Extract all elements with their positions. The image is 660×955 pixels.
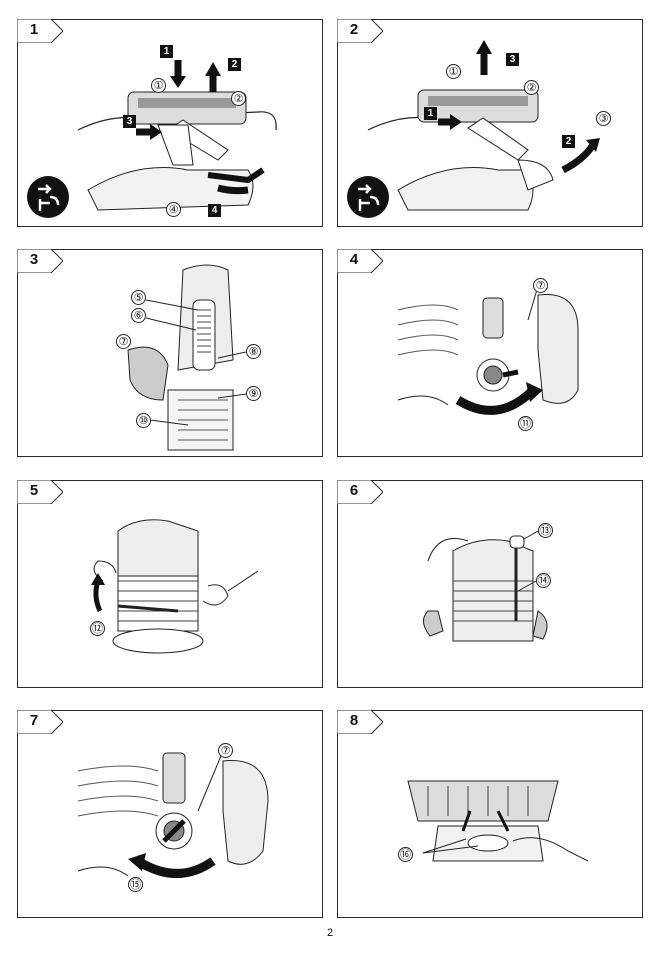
panel-number-tab: 7 [17, 710, 63, 734]
panel-number: 7 [29, 712, 39, 729]
depth-release-illustration [77, 750, 269, 878]
step-label-2: 2 [562, 135, 575, 148]
callout-12: ⑫ [90, 621, 105, 636]
router-side-illustration [423, 530, 548, 642]
panel-number: 1 [29, 21, 39, 38]
callout-2: ② [524, 80, 539, 95]
step-label-2: 2 [228, 58, 241, 71]
figure-panel-7: 7 ⑦ ⑮ [17, 710, 323, 918]
callout-10: ⑩ [136, 413, 151, 428]
callout-11: ⑪ [518, 416, 533, 431]
panel-number-tab: 3 [17, 249, 63, 273]
callout-4: ④ [166, 202, 181, 217]
callout-1: ① [151, 78, 166, 93]
panel-number: 5 [29, 482, 39, 499]
panel-number: 6 [349, 482, 359, 499]
depth-lock-illustration [397, 285, 579, 415]
router-base-underside-illustration [407, 780, 589, 862]
step-label-4: 4 [208, 204, 221, 217]
callout-15: ⑮ [128, 877, 143, 892]
step-label-1: 1 [160, 45, 173, 58]
figure-panel-8: 8 ⑯ [337, 710, 643, 918]
callout-1: ① [446, 64, 461, 79]
callout-14: ⑭ [536, 573, 551, 588]
unplug-icon [347, 176, 389, 218]
panel-number-tab: 2 [337, 19, 383, 43]
panel-number-tab: 5 [17, 480, 63, 504]
router-base-illustration [367, 40, 600, 211]
figure-panel-5: 5 ⑫ [17, 480, 323, 688]
callout-7: ⑦ [218, 743, 233, 758]
callout-7: ⑦ [116, 334, 131, 349]
callout-5: ⑤ [131, 290, 146, 305]
router-motor-illustration [91, 519, 259, 654]
figure-panel-4: 4 ⑦ ⑪ [337, 249, 643, 457]
router-base-illustration [77, 60, 277, 211]
panel-number-tab: 1 [17, 19, 63, 43]
panel-number: 4 [349, 251, 359, 268]
callout-6: ⑥ [131, 308, 146, 323]
page-number: 2 [326, 927, 334, 939]
callout-13: ⑬ [538, 523, 553, 538]
callout-8: ⑧ [246, 344, 261, 359]
panel-number: 8 [349, 712, 359, 729]
callout-7: ⑦ [533, 278, 548, 293]
figure-panel-2: 2 1 2 3 ① ② ③ [337, 19, 643, 227]
step-label-3: 3 [506, 53, 519, 66]
callout-16: ⑯ [398, 847, 413, 862]
step-label-3: 3 [123, 115, 136, 128]
panel-number: 3 [29, 251, 39, 268]
callout-3: ③ [596, 111, 611, 126]
panel-number: 2 [349, 21, 359, 38]
panel-number-tab: 6 [337, 480, 383, 504]
unplug-icon [27, 176, 69, 218]
figure-panel-6: 6 ⑬ ⑭ [337, 480, 643, 688]
figure-panel-1: 1 1 2 3 4 ① ② ④ [17, 19, 323, 227]
panel-number-tab: 4 [337, 249, 383, 273]
step-label-1: 1 [424, 107, 437, 120]
callout-2: ② [231, 91, 246, 106]
figure-panel-3: 3 ⑤ ⑥ ⑦ ⑧ ⑨ ⑩ [17, 249, 323, 457]
router-depth-illustration [127, 264, 247, 451]
panel-number-tab: 8 [337, 710, 383, 734]
callout-9: ⑨ [246, 386, 261, 401]
